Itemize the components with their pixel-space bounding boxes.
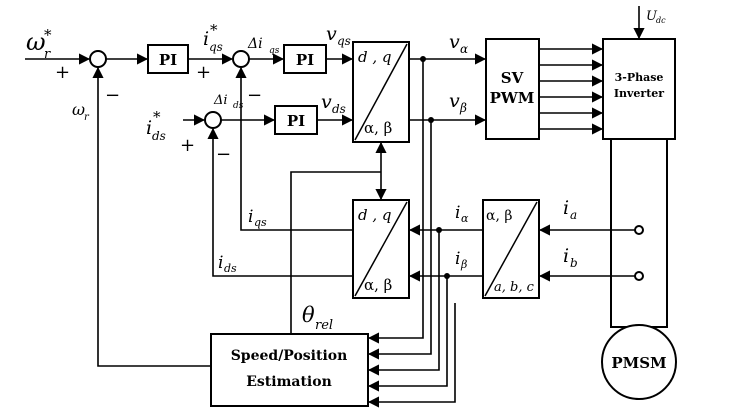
svg-text:Inverter: Inverter [614, 87, 664, 100]
vbeta-label: v β [449, 90, 467, 115]
svg-text:qs: qs [337, 34, 351, 48]
d-current-summing-junction [204, 111, 222, 129]
svg-text:PI: PI [287, 112, 305, 130]
iqs-feedback-label: i qs [248, 207, 267, 229]
svg-text:dc: dc [656, 16, 666, 25]
svg-text:α, β: α, β [364, 276, 392, 294]
q-current-minus-sign: − [247, 85, 262, 106]
vqs-label: v qs [326, 23, 351, 48]
svg-text:v: v [449, 31, 460, 53]
svg-text:Speed/Position: Speed/Position [231, 348, 348, 364]
svg-text:α: α [460, 42, 468, 56]
svg-text:a: a [570, 208, 577, 222]
omega-feedback-label: ω r [72, 100, 90, 123]
svg-text:qs: qs [254, 216, 267, 229]
ialpha-label: i α [455, 203, 469, 225]
svg-text:i: i [218, 253, 223, 273]
theta-rel-label: θ rel [302, 303, 333, 333]
ia-label: i a [563, 197, 577, 222]
delta-ids-label: Δi ds [213, 93, 244, 111]
delta-iqs-label: Δi qs [247, 36, 280, 56]
svg-text:d , q: d , q [358, 48, 392, 66]
clarke-block: α, β a, b, c [482, 199, 540, 299]
iqs-ref-plus-sign: + [196, 62, 211, 83]
pi-q-block: PI [283, 44, 327, 74]
udc-label: U dc [646, 9, 666, 25]
svg-text:ds: ds [152, 129, 166, 143]
svg-text:rel: rel [315, 318, 333, 333]
signal-wiring [25, 6, 645, 408]
svg-text:PI: PI [159, 51, 177, 69]
svg-text:*: * [44, 26, 52, 44]
svg-text:θ: θ [302, 303, 315, 327]
svg-text:PWM: PWM [490, 89, 535, 107]
q-current-summing-junction [232, 50, 250, 68]
svg-text:i: i [563, 245, 569, 267]
pi-d-block: PI [274, 105, 318, 135]
iqs-ref-label: i qs * [203, 21, 223, 54]
omega-ref-plus-sign: + [55, 62, 70, 83]
svg-text:α, β: α, β [486, 208, 512, 224]
svg-text:v: v [321, 91, 332, 113]
svg-text:PMSM: PMSM [611, 354, 666, 372]
svg-text:a, b, c: a, b, c [494, 280, 535, 295]
svg-text:v: v [326, 23, 337, 45]
svg-text:*: * [153, 108, 161, 126]
svg-text:i: i [455, 249, 460, 269]
speed-summing-junction [89, 50, 107, 68]
ids-ref-plus-sign: + [180, 135, 195, 156]
svg-text:3-Phase: 3-Phase [615, 71, 664, 84]
svg-text:Δi: Δi [213, 93, 228, 108]
svg-text:ω: ω [72, 100, 85, 119]
svg-text:qs: qs [209, 40, 223, 54]
svg-text:Estimation: Estimation [246, 374, 332, 390]
svg-text:b: b [570, 256, 578, 270]
svg-text:SV: SV [501, 69, 524, 87]
svg-text:r: r [44, 47, 51, 62]
park-block: d , q α, β [352, 199, 410, 299]
valpha-label: v α [449, 31, 468, 56]
svg-text:d , q: d , q [358, 206, 392, 224]
pi-speed-block: PI [147, 44, 189, 74]
svg-text:*: * [210, 21, 218, 39]
svg-text:ds: ds [332, 102, 346, 116]
svg-text:r: r [84, 112, 90, 123]
svpwm-block: SV PWM [485, 38, 540, 140]
svg-text:i: i [248, 207, 253, 227]
speed-minus-sign: − [105, 85, 120, 106]
ibeta-label: i β [455, 249, 467, 271]
svg-text:α: α [461, 212, 469, 225]
svg-text:ds: ds [224, 262, 237, 275]
inverse-park-block: d , q α, β [352, 41, 410, 143]
d-current-minus-sign: − [216, 144, 231, 165]
svg-text:ds: ds [233, 101, 244, 111]
ids-ref-label: i ds * [146, 108, 166, 143]
vds-label: v ds [321, 91, 346, 116]
svg-text:i: i [455, 203, 460, 223]
svg-text:α, β: α, β [364, 119, 392, 137]
svg-text:PI: PI [296, 51, 314, 69]
svg-text:i: i [203, 28, 209, 50]
svg-text:i: i [563, 197, 569, 219]
omega-ref-label: ω r * [26, 26, 52, 62]
speed-position-estimator-block: Speed/Position Estimation [210, 333, 369, 407]
ib-label: i b [563, 245, 578, 270]
svg-text:β: β [460, 258, 467, 271]
svg-text:ω: ω [26, 28, 46, 56]
svg-text:U: U [646, 9, 658, 24]
svg-text:v: v [449, 90, 460, 112]
ids-feedback-label: i ds [218, 253, 237, 275]
svg-text:β: β [459, 101, 467, 115]
three-phase-inverter-block: 3-Phase Inverter [602, 38, 676, 140]
svg-text:i: i [146, 117, 152, 139]
svg-text:Δi: Δi [247, 36, 263, 52]
svg-text:qs: qs [269, 46, 280, 56]
pmsm-motor: PMSM [601, 138, 677, 400]
